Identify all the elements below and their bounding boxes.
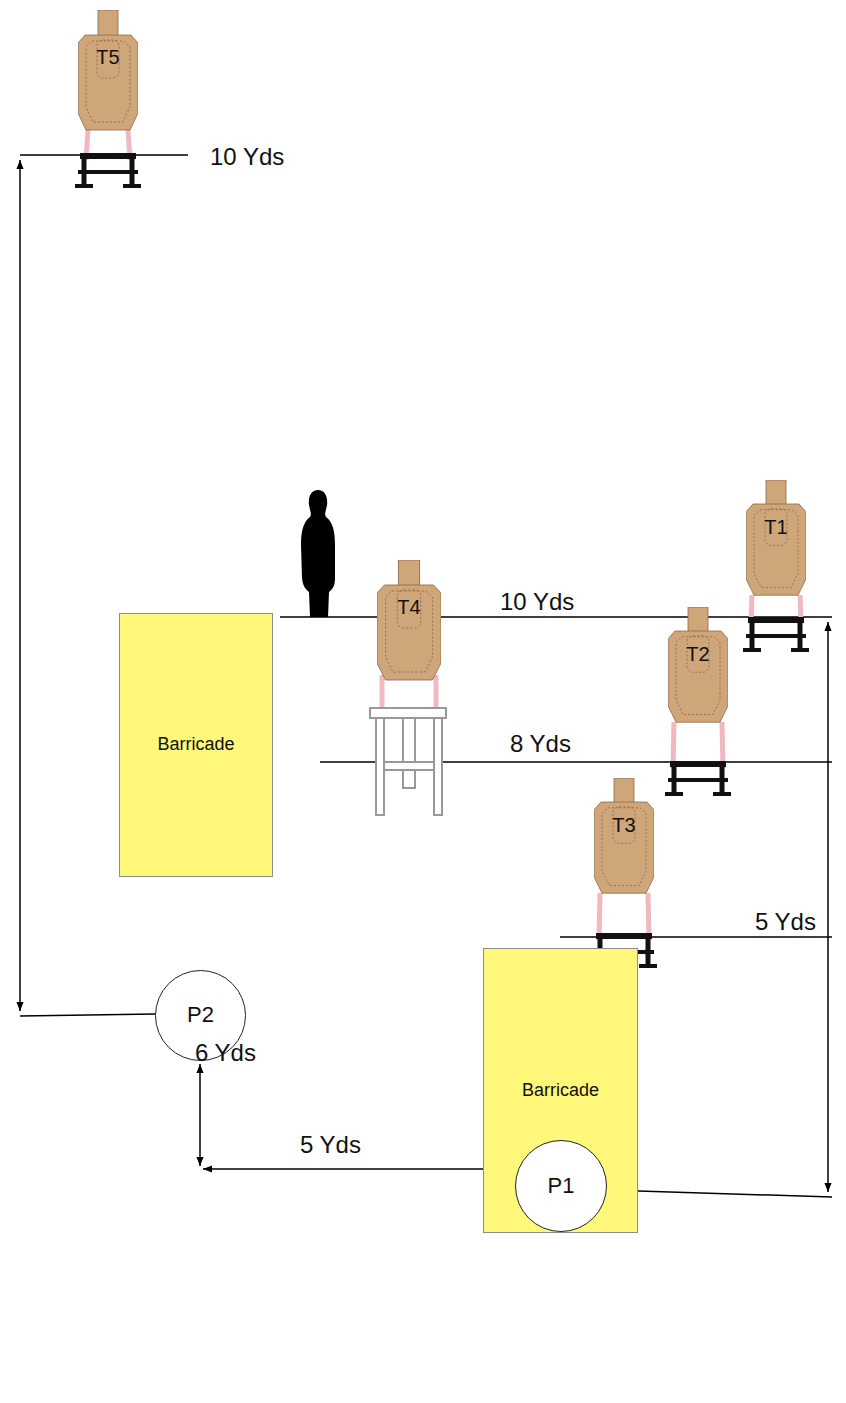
paper-target: T4: [377, 560, 441, 685]
node-text: T1: [764, 516, 787, 538]
node-text: P2: [187, 1003, 214, 1027]
paper-target: T2: [668, 607, 728, 727]
node-text: T2: [686, 643, 709, 665]
barricade-box: Barricade: [119, 613, 273, 877]
target-outline: [746, 480, 806, 600]
dimension-lines: [20, 155, 832, 1197]
node-text: T5: [96, 46, 119, 68]
paper-target: T5: [78, 10, 138, 135]
paper-target: T3: [594, 778, 654, 898]
no-shoot-silhouette: [301, 490, 335, 617]
target-outline: [78, 10, 138, 135]
distance-label: 6 Yds: [195, 1040, 256, 1066]
target-stands: [75, 130, 809, 966]
node-text: T4: [397, 596, 420, 618]
distance-label: 10 Yds: [210, 144, 284, 170]
target-outline: [668, 607, 728, 727]
target-outline: [594, 778, 654, 898]
node-text: Barricade: [157, 735, 234, 755]
target-outline: [377, 560, 441, 685]
node-text: Barricade: [522, 1081, 599, 1101]
shooting-position-circle: P1: [515, 1140, 607, 1232]
node-text: P1: [548, 1174, 575, 1198]
distance-label: 8 Yds: [510, 731, 571, 757]
distance-label: 5 Yds: [755, 909, 816, 935]
distance-label: 5 Yds: [300, 1132, 361, 1158]
distance-label: 10 Yds: [500, 589, 574, 615]
node-text: T3: [612, 814, 635, 836]
paper-target: T1: [746, 480, 806, 600]
